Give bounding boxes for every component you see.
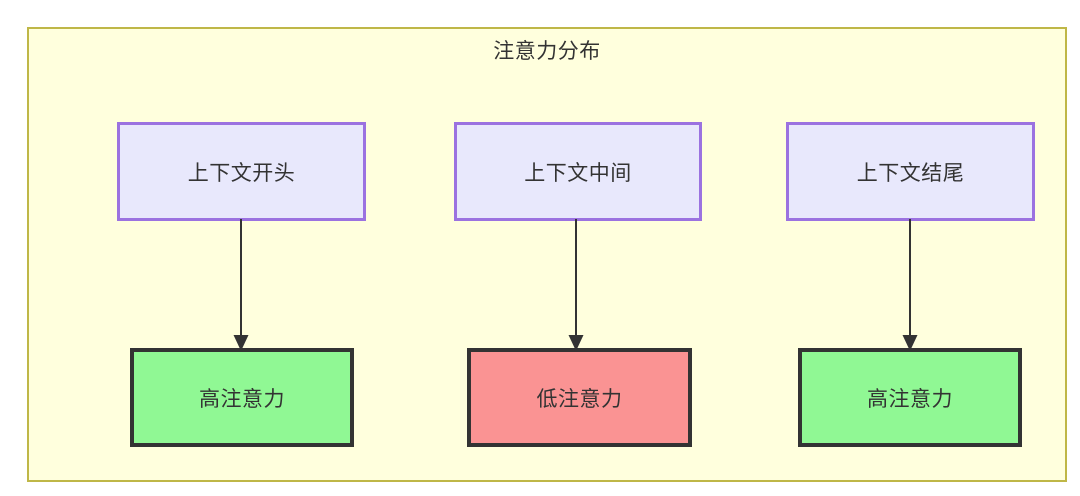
node-context-start[interactable]: 上下文开头 [117,122,366,221]
node-context-middle[interactable]: 上下文中间 [454,122,702,221]
node-attention-high-start[interactable]: 高注意力 [130,348,354,447]
edge-context-start-to-attention [233,219,249,351]
attention-distribution-subgraph: 注意力分布 上下文开头 上下文中间 上下文结尾 高注意力 低 [27,27,1067,482]
node-context-start-label: 上下文开头 [187,161,296,185]
node-attention-low-middle-label: 低注意力 [536,387,623,411]
edge-context-middle-to-attention [568,219,584,351]
node-attention-high-end-label: 高注意力 [867,387,953,411]
node-attention-low-middle[interactable]: 低注意力 [467,348,692,447]
node-context-middle-label: 上下文中间 [524,161,632,185]
node-attention-high-start-label: 高注意力 [199,387,285,411]
node-context-end[interactable]: 上下文结尾 [786,122,1035,221]
edge-context-end-to-attention [902,219,918,351]
node-context-end-label: 上下文结尾 [856,161,965,185]
subgraph-title: 注意力分布 [493,40,601,63]
node-attention-high-end[interactable]: 高注意力 [798,348,1022,447]
